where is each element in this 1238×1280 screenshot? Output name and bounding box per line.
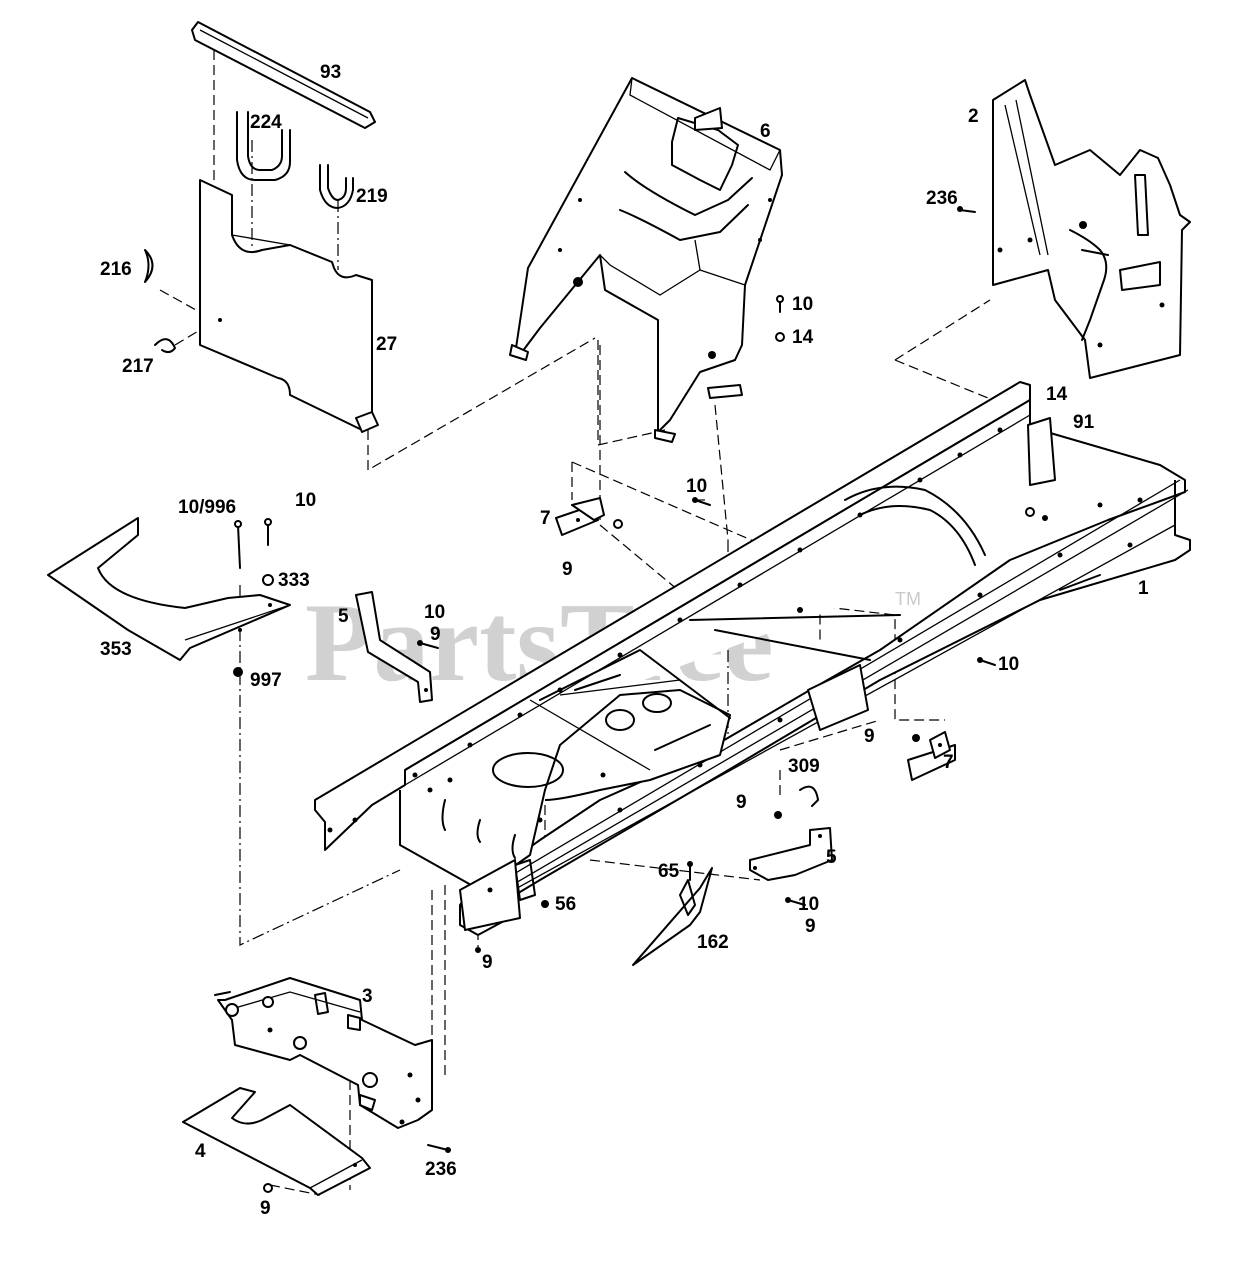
callout-14-tower: 14: [792, 327, 814, 348]
hardware: [233, 206, 996, 1193]
assembly-lines: [159, 35, 1006, 1196]
part-93-rail: [191, 21, 376, 129]
part-216-clip: [144, 249, 154, 283]
part-5-bracket-lower: [749, 827, 833, 881]
part-6-tower: [509, 77, 783, 443]
callout-162: 162: [697, 932, 729, 953]
callout-224: 224: [250, 112, 282, 133]
callout-333: 333: [278, 570, 310, 591]
callout-236-lower: 236: [425, 1159, 457, 1180]
callout-7-lower: 7: [943, 752, 954, 773]
watermark-trademark: TM: [895, 589, 921, 609]
part-219-u-bracket: [319, 164, 354, 209]
callout-6: 6: [760, 121, 771, 142]
part-91-bracket: [1025, 417, 1056, 521]
callout-10-left: 10: [295, 490, 316, 511]
part-217-clip: [154, 338, 176, 354]
part-27-panel: [199, 179, 379, 433]
callout-10-center: 10: [686, 476, 707, 497]
callout-5-lower: 5: [826, 847, 837, 868]
callout-91: 91: [1073, 412, 1095, 433]
callout-4: 4: [195, 1141, 206, 1162]
part-4-plate: [182, 1087, 371, 1196]
callout-93: 93: [320, 62, 341, 83]
callout-353: 353: [100, 639, 132, 660]
callout-7-upper: 7: [540, 508, 551, 529]
callout-65: 65: [658, 861, 680, 882]
callout-9-upper: 9: [562, 559, 573, 580]
callout-5-upper: 5: [338, 606, 349, 627]
callout-997: 997: [250, 670, 282, 691]
part-3-bracket: [214, 977, 433, 1129]
part-162-plate: [632, 867, 713, 966]
callout-10-lower: 10: [798, 894, 819, 915]
callout-labels: 93 224 219 216 217 27 6 2 236 10 14 14 9…: [100, 62, 1149, 1219]
callout-9-bracket: 9: [430, 624, 441, 645]
callout-9-front: 9: [482, 952, 493, 973]
part-353-plate: [47, 517, 291, 661]
part-1-frame: [314, 381, 1191, 936]
callout-9-bottom: 9: [260, 1198, 271, 1219]
callout-9-right: 9: [864, 726, 875, 747]
callout-309: 309: [788, 756, 820, 777]
part-224-u-bracket: [236, 111, 291, 181]
callout-9-lower: 9: [805, 916, 816, 937]
callout-27: 27: [376, 334, 397, 355]
callout-56: 56: [555, 894, 576, 915]
callout-14-frame: 14: [1046, 384, 1068, 405]
part-5-bracket-upper: [355, 591, 433, 703]
callout-236-upper: 236: [926, 188, 958, 209]
callout-10-right: 10: [998, 654, 1019, 675]
callout-9-309: 9: [736, 792, 747, 813]
callout-10-tower: 10: [792, 294, 813, 315]
part-7-bracket-lower: [907, 731, 956, 781]
part-2-bracket: [992, 79, 1191, 379]
callout-2: 2: [968, 106, 979, 127]
callout-10-996: 10/996: [178, 497, 236, 518]
part-7-bracket-upper: [555, 497, 605, 536]
part-309-clip: [799, 785, 819, 807]
callout-219: 219: [356, 186, 388, 207]
callout-216: 216: [100, 259, 132, 280]
callout-3: 3: [362, 986, 373, 1007]
callout-1: 1: [1138, 578, 1149, 599]
callout-217: 217: [122, 356, 154, 377]
callout-10-bracket: 10: [424, 602, 445, 623]
